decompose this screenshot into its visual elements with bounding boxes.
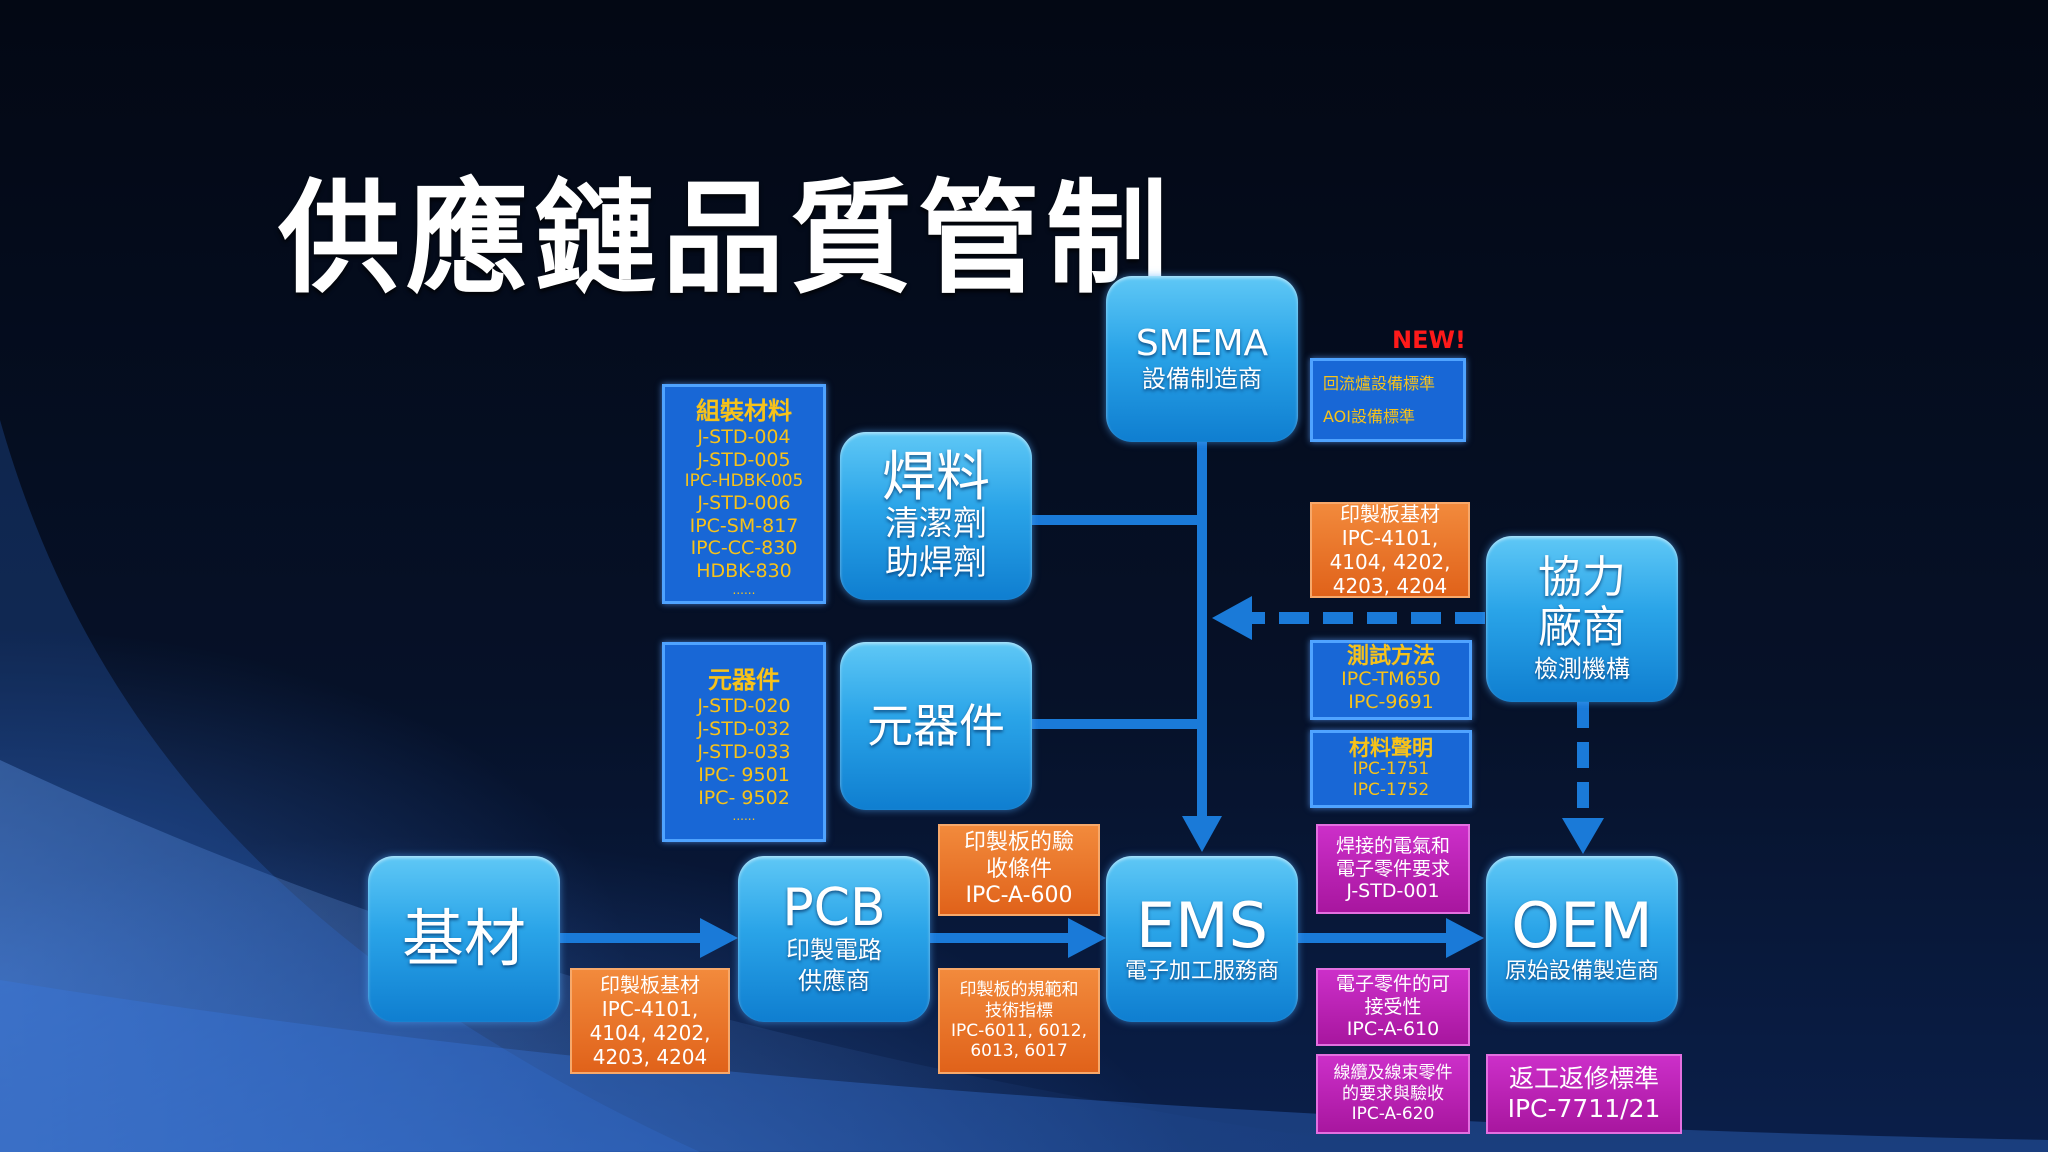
assembly-materials-box: 組裝材料 J-STD-004 J-STD-005 IPC-HDBK-005 J-… [662,384,826,604]
oem-node: OEM 原始設備製造商 [1486,856,1678,1022]
standard-item: IPC- 9502 [698,786,790,809]
standard-item: 電子零件的可 [1335,972,1450,995]
standard-item: IPC-4101, [1341,526,1439,550]
standard-item: 電子零件要求 [1335,857,1450,880]
standard-item: IPC-9691 [1348,691,1434,713]
assembly-materials-heading: 組裝材料 [696,396,792,425]
smema-to-ems-arrowhead [1182,816,1222,852]
standard-item: 線纜及線束零件 [1333,1063,1453,1084]
rework-standard: 返工返修標準 IPC-7711/21 [1486,1054,1682,1134]
standard-item: ...... [732,809,756,824]
smema-node: SMEMA 設備制造商 [1106,276,1298,442]
standard-item: J-STD-004 [697,425,791,448]
standard-item: IPC-HDBK-005 [684,471,804,492]
standard-item: IPC-SM-817 [689,514,799,537]
pcb-specification-standard: 印製板的規範和 技術指標 IPC-6011, 6012, 6013, 6017 [938,968,1100,1074]
material-declaration-heading: 材料聲明 [1349,736,1433,761]
partner-label-2: 廠商 [1538,602,1626,654]
pcb-sub-label-1: 印製電路 [786,936,882,965]
standard-item: HDBK-830 [696,560,792,583]
substrate-node: 基材 [368,856,560,1022]
acceptability-standard: 電子零件的可 接受性 IPC-A-610 [1316,968,1470,1046]
partner-to-trunk-arrowhead [1212,596,1252,640]
pcb-label: PCB [782,877,886,938]
standard-item: IPC-A-620 [1351,1104,1435,1125]
oem-label: OEM [1511,888,1653,962]
standard-item: 接受性 [1364,995,1422,1018]
page-title: 供應鏈品質管制 [278,168,1174,310]
pcb-substrate-standard-top: 印製板基材 IPC-4101, 4104, 4202, 4203, 4204 [1310,502,1470,598]
standard-item: 收條件 [985,856,1052,882]
soldering-requirements-standard: 焊接的電氣和 電子零件要求 J-STD-001 [1316,824,1470,914]
standard-item: J-STD-032 [697,718,791,741]
cleaner-label: 清潔劑 [885,504,987,545]
standard-item: IPC-4101, [601,997,699,1021]
standard-item: 4104, 4202, [1329,550,1451,574]
ems-label: EMS [1135,888,1269,962]
standard-item: 焊接的電氣和 [1335,834,1450,857]
standard-item: 的要求與驗收 [1342,1083,1444,1104]
standard-item: IPC-TM650 [1341,668,1441,691]
standard-item: AOI設備標準 [1323,407,1415,426]
components-standards-box: 元器件 J-STD-020 J-STD-032 J-STD-033 IPC- 9… [662,642,826,842]
pcb-node: PCB 印製電路 供應商 [738,856,930,1022]
standard-item: IPC-A-610 [1346,1018,1440,1041]
partner-node: 協力 廠商 檢測機構 [1486,536,1678,702]
equipment-standards-box: 回流爐設備標準 AOI設備標準 [1310,358,1466,442]
substrate-to-pcb-arrowhead [700,918,738,958]
material-declaration-box: 材料聲明 IPC-1751 IPC-1752 [1310,730,1472,808]
standard-item: 4203, 4204 [592,1045,708,1069]
cable-harness-standard: 線纜及線束零件 的要求與驗收 IPC-A-620 [1316,1054,1470,1134]
pcb-substrate-standard-bottom: 印製板基材 IPC-4101, 4104, 4202, 4203, 4204 [570,968,730,1074]
smema-sub-label: 設備制造商 [1142,365,1262,394]
standard-item: 印製板的規範和 [959,980,1079,1001]
partner-sub-label: 檢測機構 [1534,655,1630,683]
pcb-acceptance-standard: 印製板的驗 收條件 IPC-A-600 [938,824,1100,916]
standard-item: ...... [732,582,756,597]
standard-item: 技術指標 [985,1000,1053,1021]
standard-item: 印製板基材 [1340,502,1440,526]
pcb-sub-label-2: 供應商 [798,967,870,996]
standard-item: 6013, 6017 [970,1041,1068,1062]
standard-item: IPC-1752 [1352,779,1430,800]
solder-label: 焊料 [882,444,990,508]
oem-sub-label: 原始設備製造商 [1504,958,1659,984]
smema-label: SMEMA [1135,322,1269,364]
standard-item: J-STD-001 [1346,880,1440,903]
standard-item: J-STD-005 [697,448,791,471]
standard-item: IPC-1751 [1352,759,1430,780]
flux-label: 助焊劑 [885,543,987,584]
standard-item: IPC- 9501 [698,763,790,786]
components-node: 元器件 [840,642,1032,810]
pcb-to-ems-arrowhead [1068,918,1106,958]
standard-item: IPC-7711/21 [1507,1094,1661,1123]
standard-item: IPC-6011, 6012, [950,1021,1087,1041]
standard-item: 4104, 4202, [589,1021,711,1045]
standard-item: 印製板基材 [600,973,700,997]
standard-item: IPC-A-600 [965,883,1073,909]
ems-sub-label: 電子加工服務商 [1124,958,1279,984]
partner-label-1: 協力 [1538,551,1626,603]
standard-item: 4203, 4204 [1332,574,1448,598]
standard-item: J-STD-020 [697,695,791,718]
standard-item: IPC-CC-830 [690,537,798,560]
test-methods-heading: 測試方法 [1346,644,1435,670]
standard-item: 返工返修標準 [1508,1064,1659,1093]
components-label: 元器件 [867,698,1005,753]
standard-item: 印製板的驗 [963,830,1074,856]
ems-node: EMS 電子加工服務商 [1106,856,1298,1022]
new-badge: NEW! [1392,326,1466,354]
components-standards-heading: 元器件 [708,666,780,695]
standard-item: 回流爐設備標準 [1323,373,1436,393]
partner-to-oem-arrowhead [1562,818,1604,854]
standard-item: J-STD-006 [697,491,791,514]
test-methods-box: 測試方法 IPC-TM650 IPC-9691 [1310,640,1472,720]
ems-to-oem-arrowhead [1446,918,1484,958]
solder-node: 焊料 清潔劑 助焊劑 [840,432,1032,600]
standard-item: J-STD-033 [697,740,791,763]
substrate-label: 基材 [401,902,526,976]
